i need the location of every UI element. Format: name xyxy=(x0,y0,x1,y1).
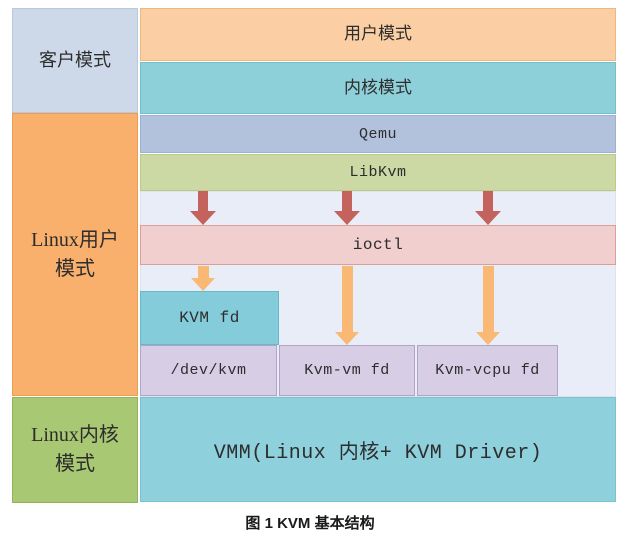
arrow-shaft xyxy=(342,191,352,211)
red-arrow-libkvm-to-ioctl-2 xyxy=(334,191,360,225)
vmm-layer-label: VMM(Linux 内核+ KVM Driver) xyxy=(213,441,543,465)
libkvm-layer: LibKvm xyxy=(140,154,616,191)
kvm-fd-label: KVM fd xyxy=(179,309,240,327)
kvm-vm-fd-box: Kvm-vm fd xyxy=(279,345,415,396)
linux-user-mode-label: Linux用户 模式 xyxy=(31,228,119,280)
linux-user-mode-block: Linux用户 模式 xyxy=(12,113,138,396)
red-arrow-libkvm-to-ioctl-1 xyxy=(190,191,216,225)
user-mode-layer-label: 用户模式 xyxy=(344,24,412,44)
figure-caption: 图 1 KVM 基本结构 xyxy=(245,515,375,532)
dev-kvm-label: /dev/kvm xyxy=(170,362,247,379)
arrow-shaft xyxy=(197,266,209,278)
orange-arrow-ioctl-to-kvmvcpu xyxy=(476,266,500,345)
guest-mode-label: 客户模式 xyxy=(39,50,111,71)
ioctl-layer: ioctl xyxy=(140,225,616,265)
qemu-layer: Qemu xyxy=(140,115,616,153)
arrow-down-icon xyxy=(190,211,216,225)
orange-arrow-ioctl-to-kvmfd xyxy=(191,266,215,291)
linux-kernel-mode-label: Linux内核 模式 xyxy=(31,424,119,475)
libkvm-layer-label: LibKvm xyxy=(349,164,407,181)
kvm-vm-fd-label: Kvm-vm fd xyxy=(304,362,390,379)
arrow-shaft xyxy=(483,191,493,211)
vmm-layer: VMM(Linux 内核+ KVM Driver) xyxy=(140,397,616,502)
kernel-mode-layer: 内核模式 xyxy=(140,62,616,114)
linux-kernel-mode-block: Linux内核 模式 xyxy=(12,397,138,503)
arrow-down-icon xyxy=(335,332,359,345)
user-mode-layer: 用户模式 xyxy=(140,8,616,61)
arrow-down-icon xyxy=(475,211,501,225)
kernel-mode-layer-label: 内核模式 xyxy=(344,77,412,97)
qemu-layer-label: Qemu xyxy=(358,125,397,143)
dev-kvm-box: /dev/kvm xyxy=(140,345,277,396)
arrow-shaft xyxy=(482,266,494,332)
arrow-shaft xyxy=(198,191,208,211)
ioctl-layer-label: ioctl xyxy=(352,236,404,254)
kvm-vcpu-fd-label: Kvm-vcpu fd xyxy=(435,362,540,379)
arrow-down-icon xyxy=(476,332,500,345)
arrow-down-icon xyxy=(191,278,215,291)
guest-mode-block: 客户模式 xyxy=(12,8,138,113)
red-arrow-libkvm-to-ioctl-3 xyxy=(475,191,501,225)
arrow-shaft xyxy=(341,266,353,332)
orange-arrow-ioctl-to-kvmvm xyxy=(335,266,359,345)
kvm-fd-box: KVM fd xyxy=(140,291,279,345)
arrow-down-icon xyxy=(334,211,360,225)
kvm-vcpu-fd-box: Kvm-vcpu fd xyxy=(417,345,558,396)
